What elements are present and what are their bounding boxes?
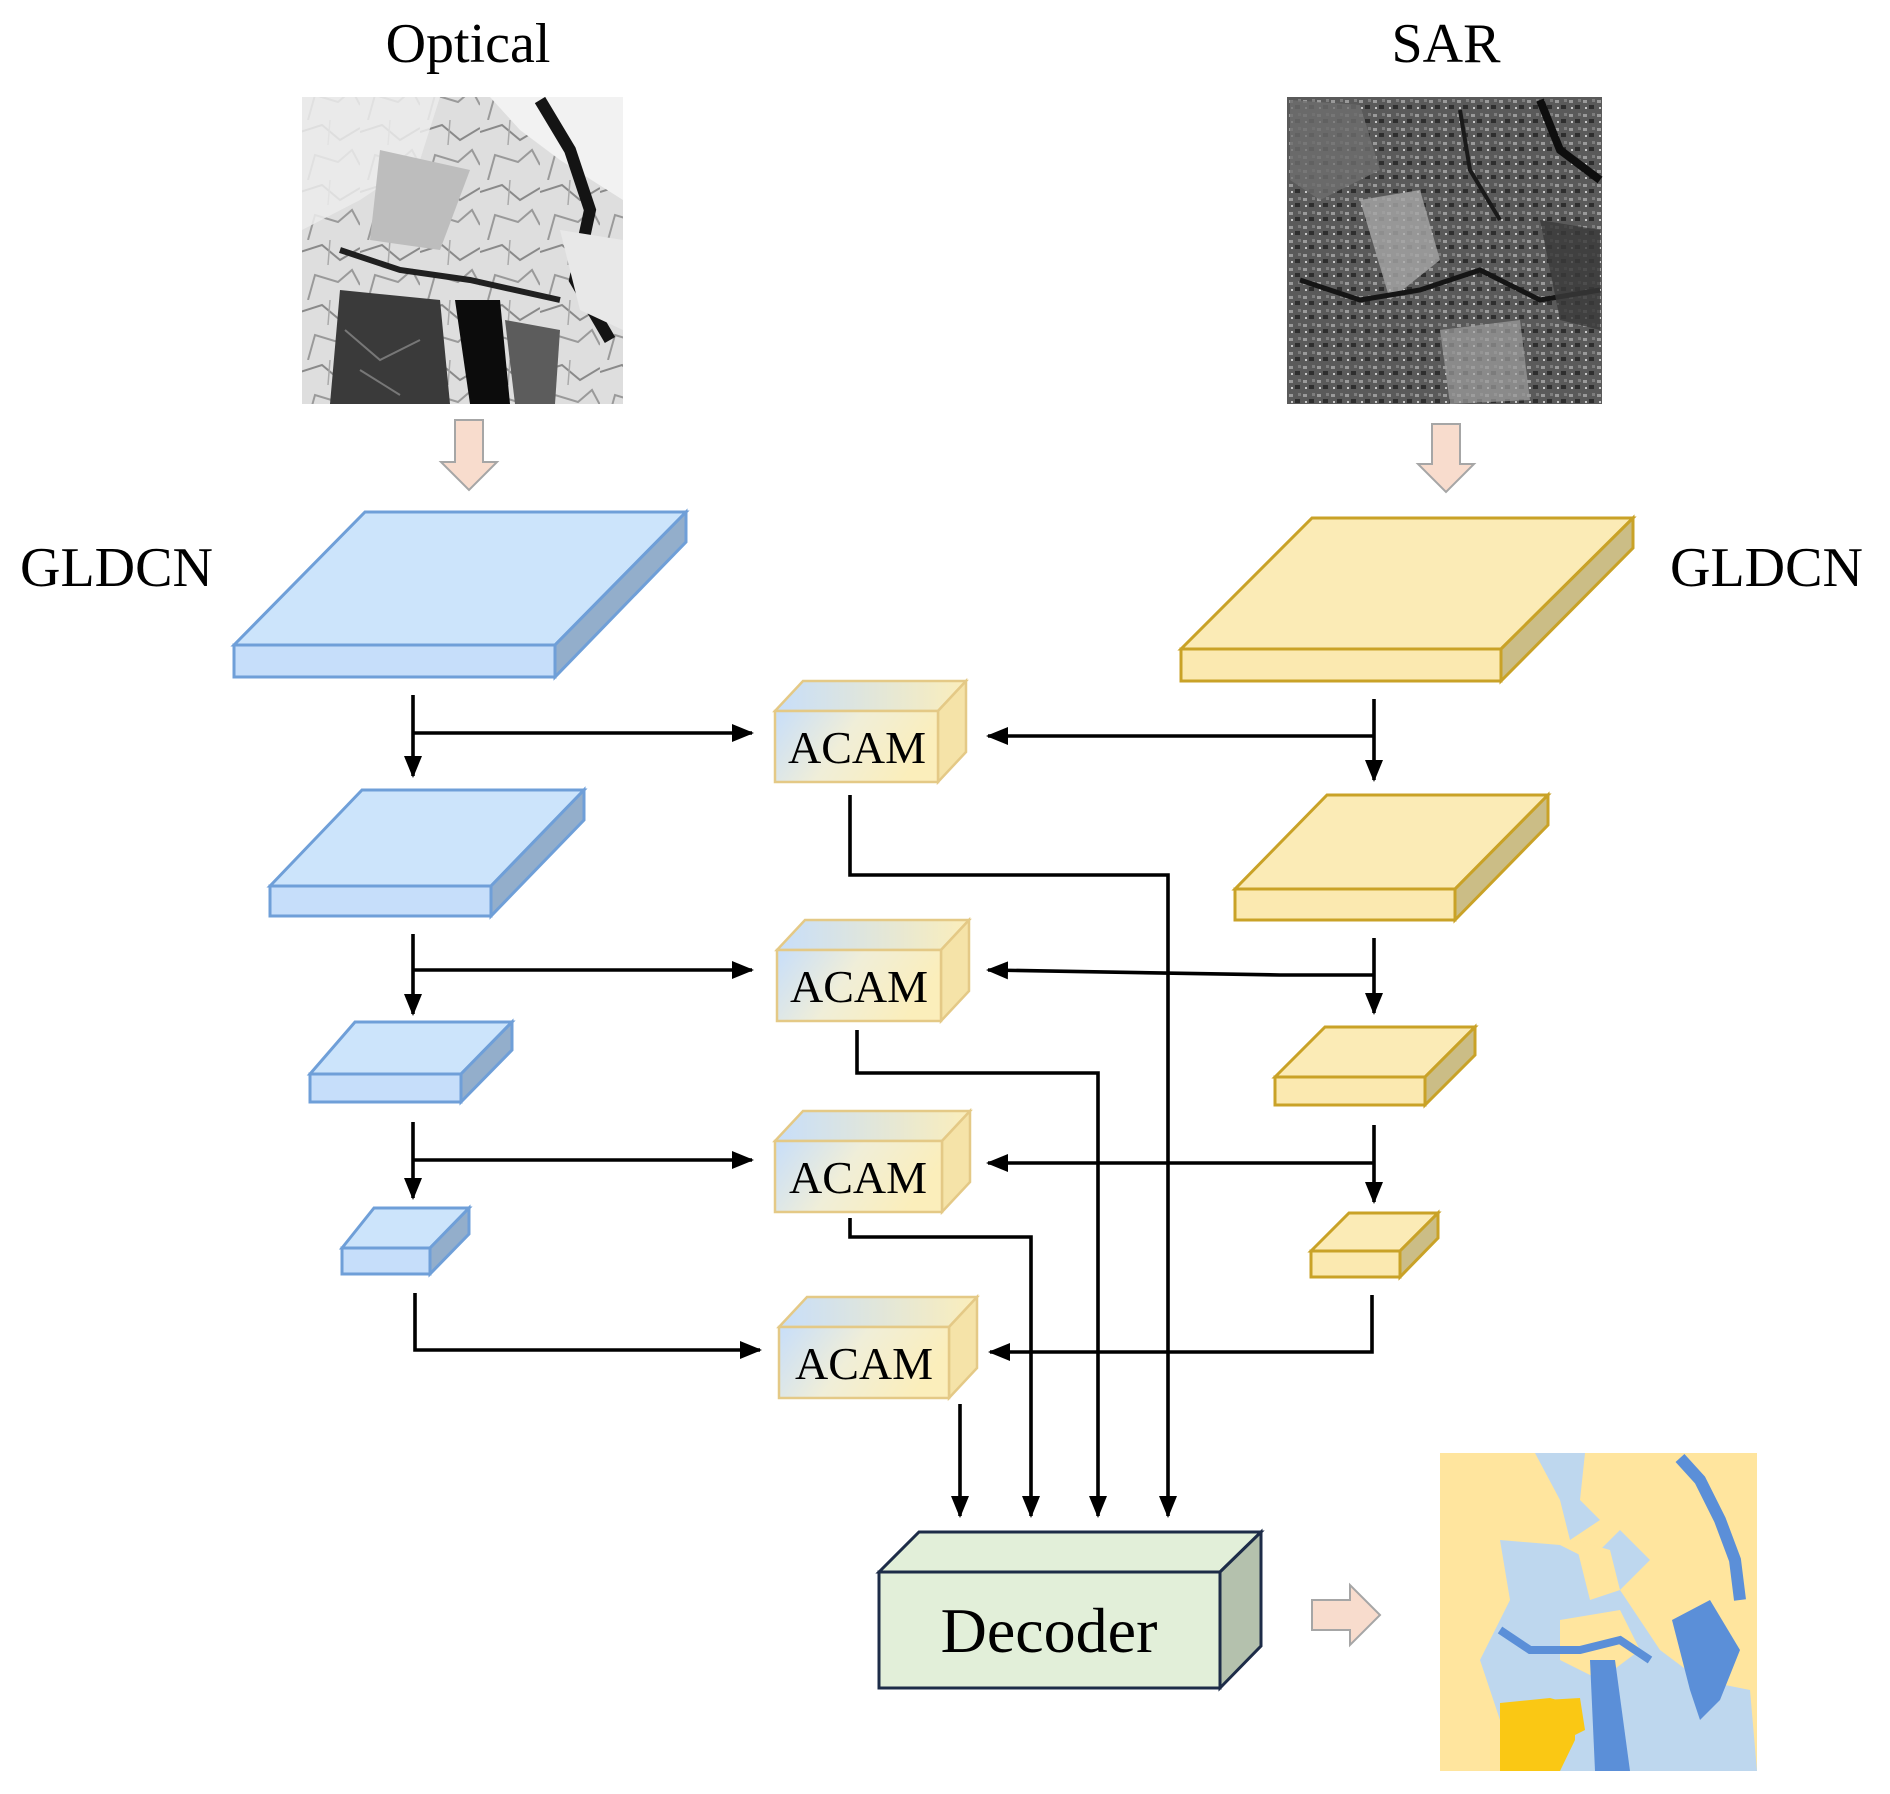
sar-to-acam-4 bbox=[988, 1295, 1374, 1361]
acam-block-3: ACAM bbox=[772, 1107, 973, 1216]
optical-to-acam-4 bbox=[413, 1293, 762, 1359]
sar-input-arrow bbox=[1415, 423, 1477, 494]
acam-1-to-decoder bbox=[848, 795, 1177, 1518]
optical-input-image bbox=[302, 96, 623, 404]
sar-to-acam-2 bbox=[986, 961, 1374, 980]
gldcn-left-label: GLDCN bbox=[20, 537, 213, 599]
optical-input-arrow bbox=[438, 419, 500, 492]
sar-input-image bbox=[1287, 97, 1603, 404]
optical-stage-2 bbox=[266, 786, 588, 920]
sar-stage-3 bbox=[1271, 1023, 1479, 1109]
sar-stage-4 bbox=[1307, 1209, 1442, 1281]
acam-3-label: ACAM bbox=[789, 1152, 927, 1203]
sar-title: SAR bbox=[1392, 13, 1502, 75]
acam-1-label: ACAM bbox=[788, 722, 926, 773]
gldcn-right-label: GLDCN bbox=[1670, 537, 1863, 599]
optical-stage-4 bbox=[338, 1204, 473, 1278]
acam-3-to-decoder bbox=[848, 1218, 1040, 1518]
optical-title: Optical bbox=[386, 13, 551, 75]
optical-stage-1 bbox=[230, 508, 690, 681]
acam-2-to-decoder bbox=[855, 1030, 1107, 1518]
acam-2-label: ACAM bbox=[790, 961, 928, 1012]
decoder-label: Decoder bbox=[941, 1595, 1158, 1666]
acam-block-1: ACAM bbox=[772, 677, 969, 786]
decoder-block: Decoder bbox=[875, 1528, 1265, 1692]
acam-block-4: ACAM bbox=[776, 1293, 980, 1402]
sar-stage-1 bbox=[1177, 514, 1637, 685]
output-arrow bbox=[1311, 1582, 1382, 1648]
acam-4-label: ACAM bbox=[795, 1338, 933, 1389]
optical-stage-3 bbox=[306, 1018, 516, 1106]
segmentation-output-image bbox=[1440, 1453, 1757, 1771]
acam-block-2: ACAM bbox=[774, 916, 972, 1025]
sar-stage-2 bbox=[1231, 791, 1552, 924]
